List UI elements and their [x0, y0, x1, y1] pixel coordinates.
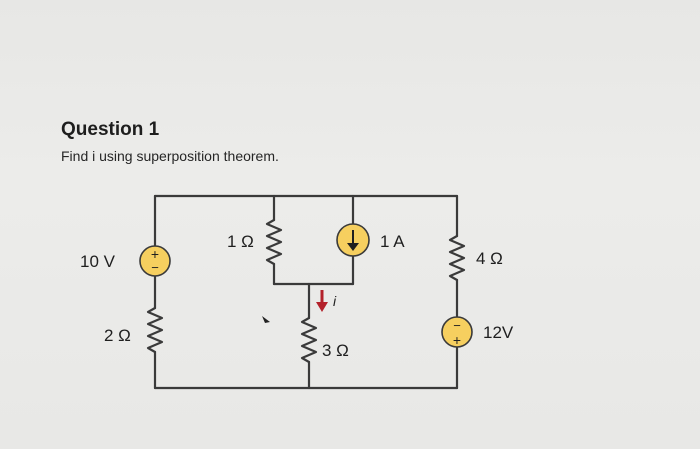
resistor-3ohm-zigzag	[300, 316, 318, 364]
voltage-source-12v: − +	[441, 316, 473, 348]
label-4ohm: 4 Ω	[476, 249, 503, 268]
plus-sign: +	[453, 332, 461, 348]
label-3ohm: 3 Ω	[322, 341, 349, 360]
resistor-4ohm-zigzag	[448, 234, 466, 282]
label-2ohm: 2 Ω	[104, 326, 131, 345]
label-i: i	[333, 293, 337, 309]
voltage-source-10v: + −	[139, 245, 171, 277]
current-source-1a	[336, 223, 370, 257]
current-arrow-i	[316, 290, 328, 312]
cursor-icon	[262, 316, 270, 323]
label-1ohm: 1 Ω	[227, 232, 254, 251]
minus-sign: −	[151, 260, 159, 275]
question-prompt: Find i using superposition theorem.	[61, 148, 279, 164]
resistor-1ohm-zigzag	[265, 218, 283, 266]
question-title: Question 1	[61, 119, 160, 140]
resistor-left-zigzag	[146, 306, 164, 354]
label-1a: 1 A	[380, 232, 405, 251]
label-12v: 12V	[483, 323, 514, 342]
minus-sign: −	[453, 318, 461, 333]
label-10v: 10 V	[80, 252, 116, 271]
plus-sign: +	[151, 246, 159, 262]
